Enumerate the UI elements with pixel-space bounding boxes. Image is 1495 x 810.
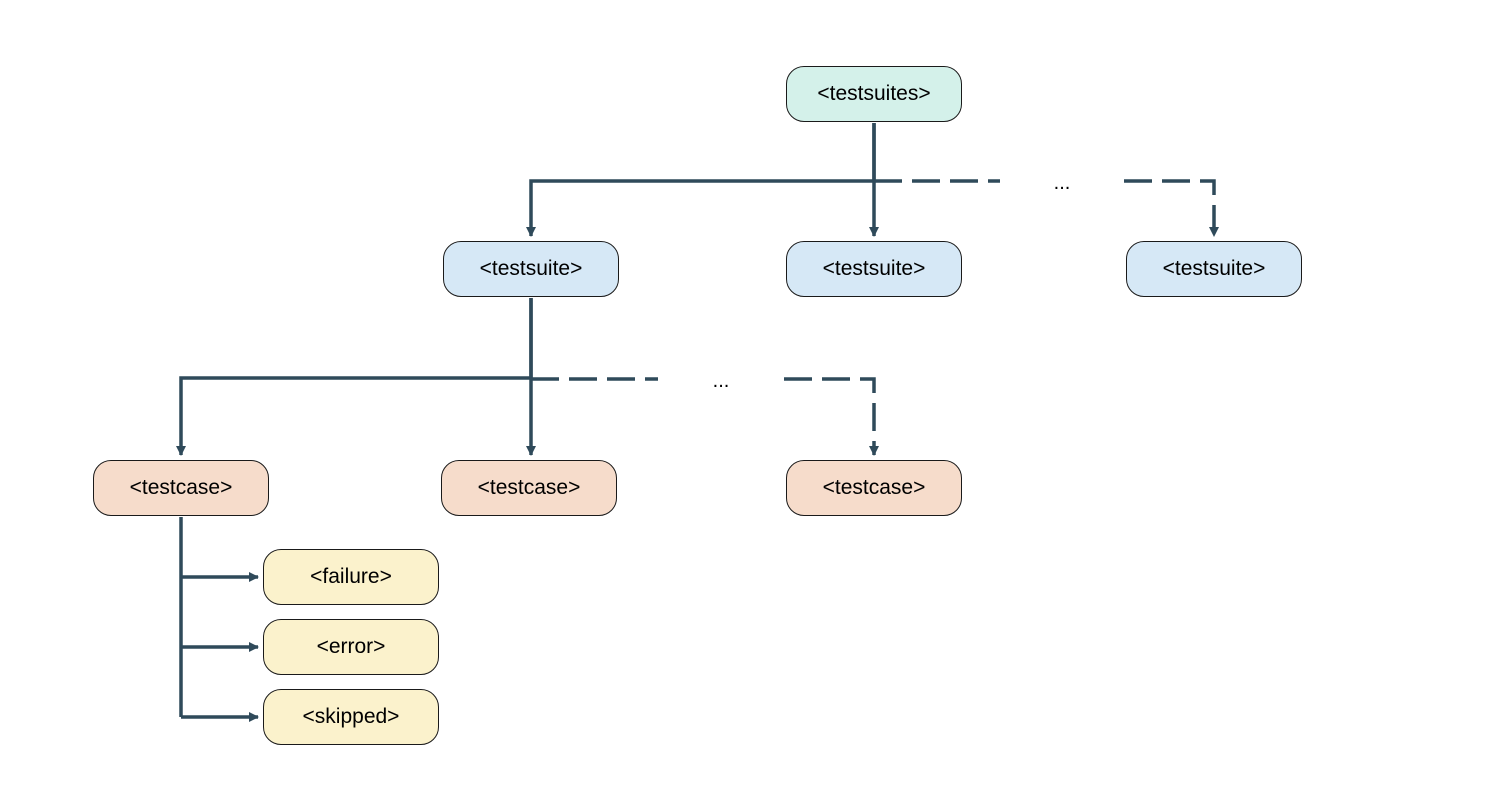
connector-root-to-suite-1 [526,123,876,237]
failure-node: <failure> [263,549,439,605]
connector-suite-to-case-1 [176,298,533,456]
testsuite-node-3: <testsuite> [1126,241,1302,297]
connector-suite-to-case-3 [531,377,874,455]
testcase-node-2: <testcase> [441,460,617,516]
error-node: <error> [263,619,439,675]
testsuite-node-1: <testsuite> [443,241,619,297]
connector-root-to-suite-3 [874,179,1214,236]
skipped-node: <skipped> [263,689,439,745]
testcase-node-1: <testcase> [93,460,269,516]
cases-ellipsis: ... [712,370,730,392]
testsuite-node-2: <testsuite> [786,241,962,297]
suites-ellipsis: ... [1053,172,1071,194]
testcase-node-3: <testcase> [786,460,962,516]
testsuites-node: <testsuites> [786,66,962,122]
